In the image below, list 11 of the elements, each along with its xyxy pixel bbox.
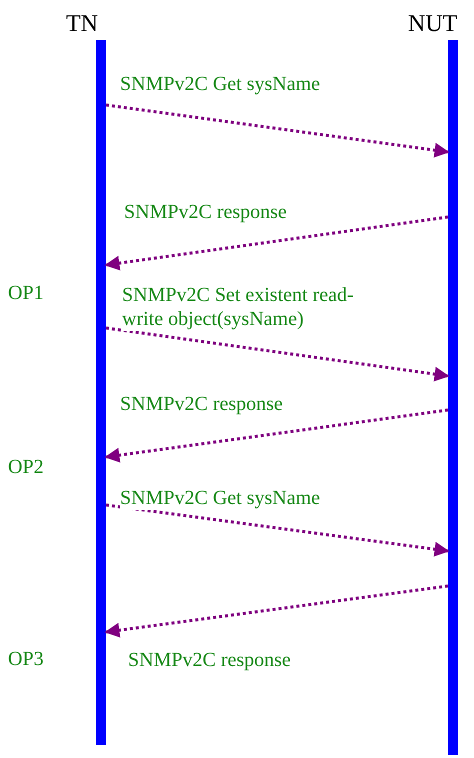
message-arrow	[104, 584, 448, 638]
message-arrow	[106, 504, 450, 557]
message-arrow	[104, 216, 448, 271]
message-arrow	[106, 104, 450, 158]
lifeline-label: NUT	[408, 10, 458, 38]
step-label: OP3	[8, 647, 44, 671]
lifeline-label: TN	[66, 10, 98, 38]
step-label: OP1	[8, 281, 44, 305]
step-label: OP2	[8, 455, 44, 479]
message-arrow	[106, 326, 450, 382]
message-arrow	[104, 408, 448, 463]
